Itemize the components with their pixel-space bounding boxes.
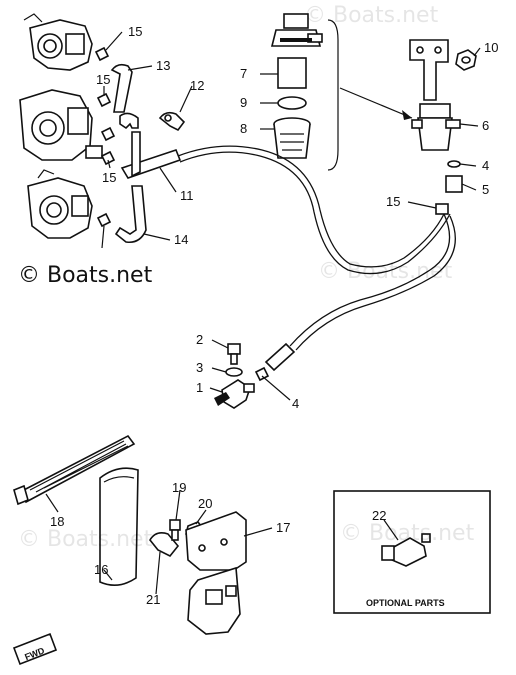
carburetor-middle [19,89,103,161]
bracket-17 [185,511,247,635]
filter-cap [270,13,323,47]
clip-15-low [100,150,116,166]
watermark-ghost-right: © Boats.net [318,259,453,284]
clip-15-bottom [96,212,112,228]
callout-15-top: 15 [128,24,142,39]
strap-18 [13,434,136,506]
callout-15-mid: 15 [96,72,110,87]
optional-parts-box: OPTIONAL PARTS [333,490,491,614]
nut-10 [455,49,477,71]
callout-10: 10 [484,40,498,55]
watermarks: © Boats.net © Boats.net © Boats.net © Bo… [18,3,475,552]
fitting-22 [381,533,431,567]
callout-19: 19 [172,480,186,495]
filter-spring-7 [277,57,307,89]
callout-15-low: 15 [102,170,116,185]
watermark-ghost-bottom: © Boats.net [18,527,153,552]
o-ring-9 [277,96,307,110]
washer-3 [225,367,243,377]
hose-14 [114,185,147,244]
callout-4-bottom: 4 [292,396,299,411]
callout-14: 14 [174,232,188,247]
optional-parts-label: OPTIONAL PARTS [366,598,445,608]
hose-joint [264,342,296,372]
fuel-filter-6 [411,103,461,151]
filter-element-8 [273,117,311,159]
fuel-bag-16 [99,467,139,586]
watermark-main: © Boats.net [18,263,153,288]
assembly-arrow [339,87,413,119]
callout-7: 7 [240,66,247,81]
callout-3: 3 [196,360,203,375]
fwd-badge: FWD [12,632,58,666]
clip-4-bottom [254,366,270,382]
carburetor-top [23,13,93,71]
callout-8: 8 [240,121,247,136]
hose-13 [110,63,133,113]
clamp-21 [149,532,180,558]
bracket-10 [409,39,449,101]
callout-20: 20 [198,496,212,511]
leader-lines [45,31,481,595]
carburetor-bottom [27,169,93,239]
screw-2 [227,343,241,365]
fuel-hose-main [177,145,456,351]
callouts: 15 13 12 15 15 11 14 7 9 8 10 6 4 5 15 2… [50,24,498,607]
joint-5 [445,175,463,193]
hose-elbow [119,112,139,130]
callout-16: 16 [94,562,108,577]
filter-group-bracket [327,19,339,171]
clip-15-top [94,46,110,62]
callout-22: 22 [372,508,386,523]
callout-5: 5 [482,182,489,197]
callout-9: 9 [240,95,247,110]
callout-12: 12 [190,78,204,93]
clamp-12 [158,111,186,132]
clip-15-right [435,203,449,215]
callout-21: 21 [146,592,160,607]
callout-1: 1 [196,380,203,395]
callout-11: 11 [180,188,194,203]
clip-4-top [447,160,461,168]
hose-11 [120,131,182,179]
watermark-ghost-top: © Boats.net [304,3,439,28]
bolt-19 [169,519,181,541]
callout-6: 6 [482,118,489,133]
callout-15-right: 15 [386,194,400,209]
callout-13: 13 [156,58,170,73]
fuel-connector-1 [214,379,255,409]
clip-15-mid [96,92,116,142]
callout-4-top: 4 [482,158,489,173]
callout-2: 2 [196,332,203,347]
watermark-ghost-optional: © Boats.net [340,521,475,546]
callout-17: 17 [276,520,290,535]
callout-18: 18 [50,514,64,529]
